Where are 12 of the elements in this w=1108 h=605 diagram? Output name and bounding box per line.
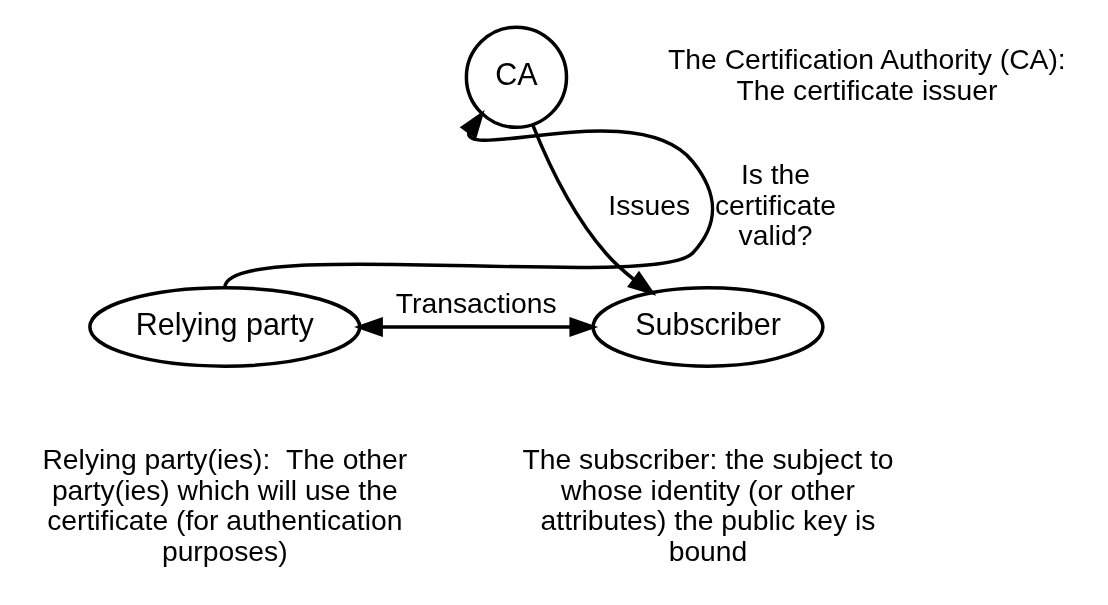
node-label: The subscriber: the subject to whose identity (or other attributes) the public key is bound bbox=[522, 443, 894, 567]
edge-label: Issues bbox=[608, 188, 691, 221]
node-circle: CA bbox=[464, 25, 569, 130]
node-label: Relying party(ies): The other party(ies) which will use the certificate (for authentication purposes) bbox=[42, 443, 408, 567]
node-ellipse: Relying party bbox=[88, 286, 362, 368]
edge-label: Is the certificate valid? bbox=[714, 158, 836, 252]
node-ellipse: Subscriber bbox=[591, 286, 825, 368]
edge-label: Transactions bbox=[395, 286, 557, 319]
arrow bbox=[223, 109, 715, 289]
arrow bbox=[530, 123, 657, 296]
arrow bbox=[354, 316, 599, 338]
node-label: The Certification Authority (CA): The certificate issuer bbox=[668, 43, 1066, 106]
